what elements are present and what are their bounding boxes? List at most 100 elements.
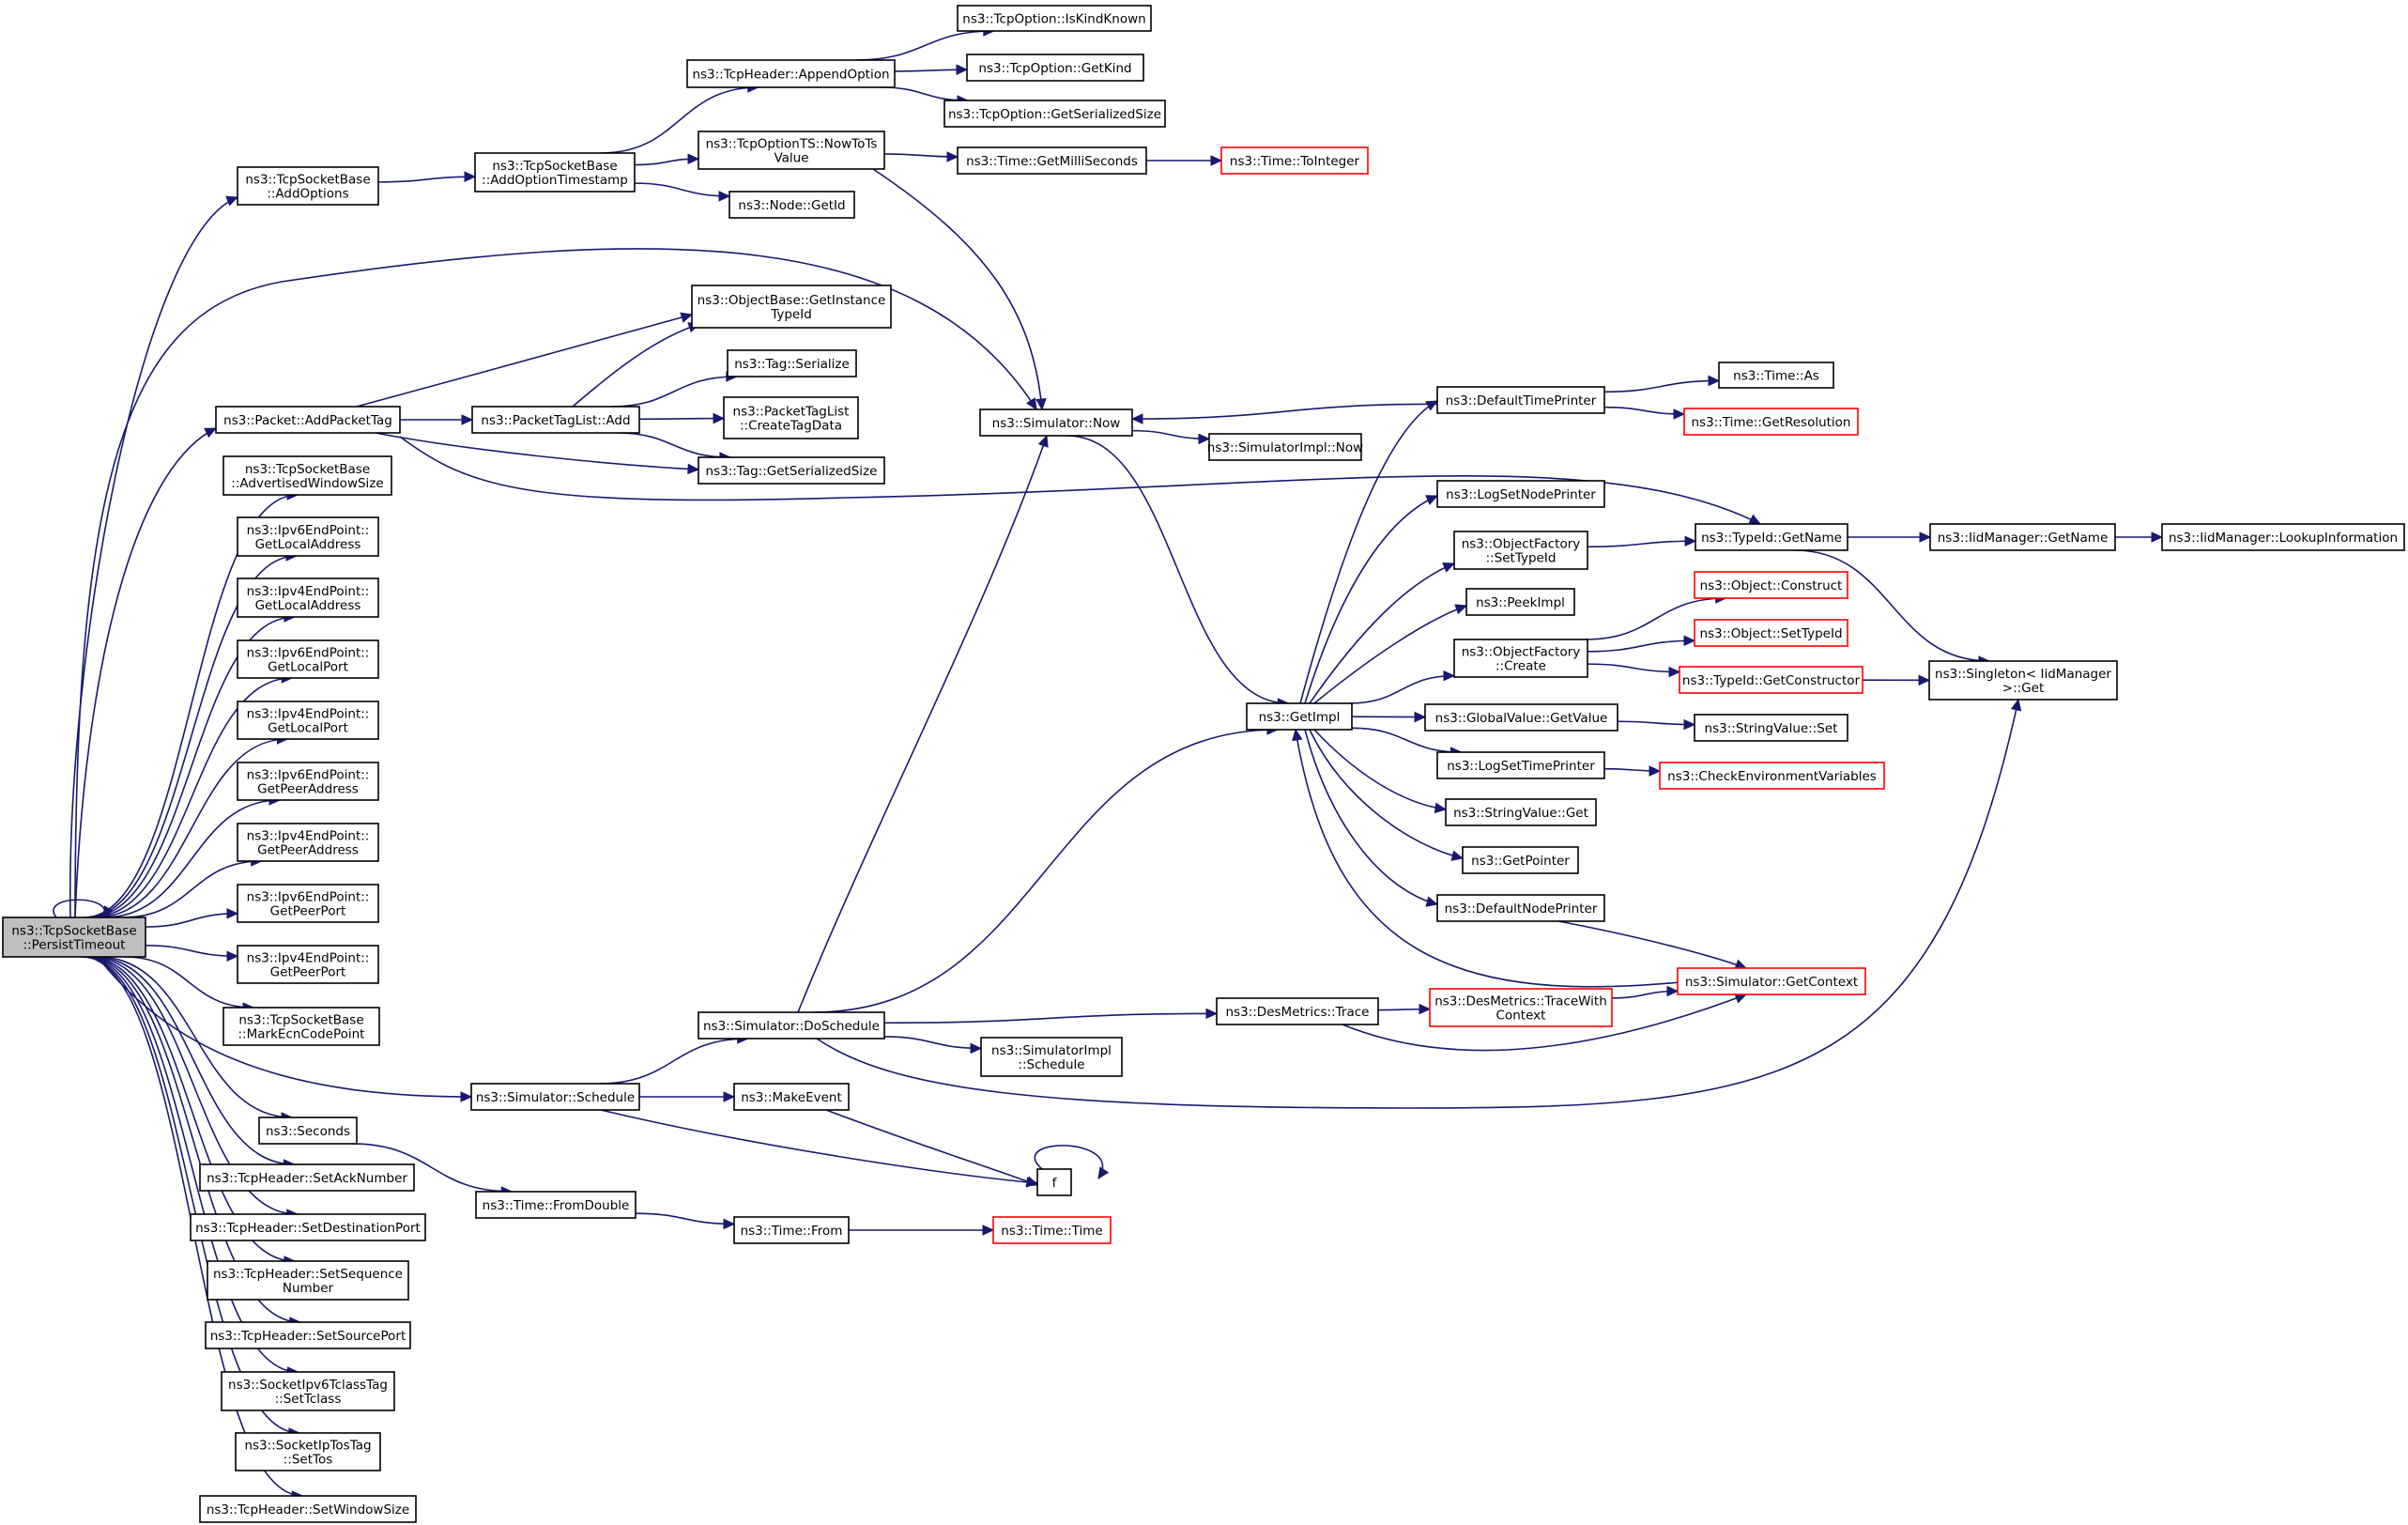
node-simImplSched[interactable]: ns3::SimulatorImpl::Schedule: [980, 1037, 1123, 1077]
node-iidLookup[interactable]: ns3::IidManager::LookupInformation: [2161, 523, 2405, 551]
node-setDstPort[interactable]: ns3::TcpHeader::SetDestinationPort: [190, 1213, 426, 1241]
node-ofCreate[interactable]: ns3::ObjectFactory::Create: [1453, 639, 1588, 678]
node-objConstruct[interactable]: ns3::Object::Construct: [1694, 571, 1848, 599]
node-ofSetTypeId[interactable]: ns3::ObjectFactory::SetTypeId: [1453, 531, 1588, 570]
node-v6LocalAddr[interactable]: ns3::Ipv6EndPoint::GetLocalAddress: [237, 516, 379, 557]
node-setTclass[interactable]: ns3::SocketIpv6TclassTag::SetTclass: [221, 1371, 395, 1411]
node-logSetNode[interactable]: ns3::LogSetNodePrinter: [1436, 480, 1605, 508]
node-v4LocalPort[interactable]: ns3::Ipv4EndPoint::GetLocalPort: [237, 701, 379, 740]
node-gvGetValue[interactable]: ns3::GlobalValue::GetValue: [1424, 703, 1618, 732]
node-box: [237, 945, 379, 984]
edge-arrowhead: [1035, 398, 1047, 411]
node-doSchedule[interactable]: ns3::Simulator::DoSchedule: [698, 1011, 885, 1040]
edge-line: [598, 1038, 748, 1085]
node-addOptTs[interactable]: ns3::TcpSocketBase::AddOptionTimestamp: [474, 152, 636, 193]
node-v4PeerPort[interactable]: ns3::Ipv4EndPoint::GetPeerPort: [237, 945, 379, 984]
node-typeIdGetName[interactable]: ns3::TypeId::GetName: [1695, 523, 1848, 551]
node-setSrcPort[interactable]: ns3::TcpHeader::SetSourcePort: [205, 1321, 411, 1349]
edge-line: [638, 417, 725, 421]
node-simGetContext[interactable]: ns3::Simulator::GetContext: [1677, 967, 1866, 995]
node-advWin[interactable]: ns3::TcpSocketBase::AdvertisedWindowSize: [222, 455, 392, 496]
edge-line: [103, 799, 281, 918]
node-setAck[interactable]: ns3::TcpHeader::SetAckNumber: [199, 1163, 415, 1192]
node-iidGetName[interactable]: ns3::IidManager::GetName: [1929, 523, 2116, 551]
node-svGet[interactable]: ns3::StringValue::Get: [1445, 798, 1597, 826]
node-addPacketTag[interactable]: ns3::Packet::AddPacketTag: [215, 406, 401, 434]
node-fromDouble[interactable]: ns3::Time::FromDouble: [475, 1191, 637, 1219]
node-persist[interactable]: ns3::TcpSocketBase::PersistTimeout: [2, 917, 146, 958]
edge-arrowhead: [713, 412, 726, 424]
node-getCtor[interactable]: ns3::TypeId::GetConstructor: [1679, 666, 1864, 694]
node-createTagData[interactable]: ns3::PacketTagList::CreateTagData: [723, 396, 859, 439]
node-singletonGet[interactable]: ns3::Singleton< IidManager >::Get: [1928, 660, 2118, 701]
node-timeFrom[interactable]: ns3::Time::From: [733, 1216, 850, 1244]
node-v4LocalAddr[interactable]: ns3::Ipv4EndPoint::GetLocalAddress: [237, 578, 379, 618]
node-label: ns3::TcpSocketBase: [11, 924, 136, 939]
node-toInteger[interactable]: ns3::Time::ToInteger: [1220, 146, 1369, 175]
node-box: [222, 455, 392, 496]
node-desTrace[interactable]: ns3::DesMetrics::Trace: [1216, 997, 1379, 1025]
edge-simSchedule-to-doSchedule: [598, 1033, 749, 1085]
node-getResolution[interactable]: ns3::Time::GetResolution: [1683, 408, 1859, 436]
node-defNodePrinter[interactable]: ns3::DefaultNodePrinter: [1436, 894, 1605, 922]
node-box: [475, 1191, 637, 1219]
edge-line: [1304, 729, 1438, 905]
node-setTos[interactable]: ns3::SocketIpTosTag::SetTos: [235, 1432, 381, 1471]
node-checkEnv[interactable]: ns3::CheckEnvironmentVariables: [1659, 762, 1885, 790]
edge-arrowhead: [970, 1042, 983, 1055]
edge-getImpl-to-svGet: [1313, 729, 1448, 814]
node-markEcn[interactable]: ns3::TcpSocketBase::MarkEcnCodePoint: [222, 1007, 380, 1046]
node-f[interactable]: f: [1036, 1168, 1072, 1196]
node-label: ns3::TcpHeader::SetWindowSize: [207, 1502, 409, 1517]
node-appendOpt[interactable]: ns3::TcpHeader::AppendOption: [686, 59, 896, 88]
node-objSetTypeId[interactable]: ns3::Object::SetTypeId: [1694, 619, 1848, 647]
edge-line: [375, 432, 699, 470]
node-nodeGetId[interactable]: ns3::Node::GetId: [729, 191, 855, 219]
edge-line: [634, 182, 730, 197]
node-getMilli[interactable]: ns3::Time::GetMilliSeconds: [957, 146, 1147, 175]
node-peekImpl[interactable]: ns3::PeekImpl: [1465, 588, 1575, 616]
node-box: [1445, 798, 1597, 826]
node-makeEvent[interactable]: ns3::MakeEvent: [733, 1083, 850, 1111]
node-getPointer[interactable]: ns3::GetPointer: [1462, 846, 1579, 874]
node-timeTime[interactable]: ns3::Time::Time: [992, 1216, 1112, 1244]
node-timeAs[interactable]: ns3::Time::As: [1718, 362, 1834, 389]
node-ptlAdd[interactable]: ns3::PacketTagList::Add: [471, 406, 640, 434]
node-getImpl[interactable]: ns3::GetImpl: [1246, 702, 1353, 731]
node-optGetSerSize[interactable]: ns3::TcpOption::GetSerializedSize: [943, 100, 1166, 128]
node-getKind[interactable]: ns3::TcpOption::GetKind: [966, 54, 1144, 82]
node-v6PeerPort[interactable]: ns3::Ipv6EndPoint::GetPeerPort: [237, 884, 379, 923]
node-tagSerialize[interactable]: ns3::Tag::Serialize: [727, 349, 857, 377]
node-svSet[interactable]: ns3::StringValue::Set: [1694, 714, 1848, 742]
node-v4PeerAddr[interactable]: ns3::Ipv4EndPoint::GetPeerAddress: [237, 823, 379, 862]
node-logSetTime[interactable]: ns3::LogSetTimePrinter: [1436, 751, 1605, 779]
edge-line: [1313, 605, 1467, 704]
edge-line: [1299, 400, 1438, 704]
node-box: [199, 1495, 417, 1523]
edge-arrowhead: [1434, 802, 1448, 814]
node-simImplNow[interactable]: ns3::SimulatorImpl::Now: [1207, 433, 1363, 461]
node-defTimePrinter[interactable]: ns3::DefaultTimePrinter: [1436, 386, 1605, 414]
node-seconds[interactable]: ns3::Seconds: [258, 1117, 358, 1145]
edge-addOptTs-to-nodeGetId: [634, 182, 731, 202]
edge-arrowhead: [956, 64, 969, 75]
node-v6PeerAddr[interactable]: ns3::Ipv6EndPoint::GetPeerAddress: [237, 762, 379, 801]
node-tagGetSerSize[interactable]: ns3::Tag::GetSerializedSize: [698, 456, 885, 485]
node-simNow[interactable]: ns3::Simulator::Now: [979, 408, 1133, 437]
node-label: ns3::GetPointer: [1471, 854, 1570, 869]
edge-arrowhead: [1673, 408, 1686, 420]
node-isKindKnown[interactable]: ns3::TcpOption::IsKindKnown: [957, 5, 1152, 32]
node-box: [980, 1037, 1123, 1077]
node-v6LocalPort[interactable]: ns3::Ipv6EndPoint::GetLocalPort: [237, 639, 379, 679]
node-addOptions[interactable]: ns3::TcpSocketBase::AddOptions: [237, 166, 379, 206]
edge-getImpl-to-ofCreate: [1349, 670, 1456, 704]
node-box: [686, 59, 896, 88]
node-setWin[interactable]: ns3::TcpHeader::SetWindowSize: [199, 1495, 417, 1523]
node-simSchedule[interactable]: ns3::Simulator::Schedule: [470, 1083, 640, 1111]
node-label: ns3::Time::From: [741, 1224, 843, 1239]
node-label: ::AddOptionTimestamp: [482, 173, 628, 188]
